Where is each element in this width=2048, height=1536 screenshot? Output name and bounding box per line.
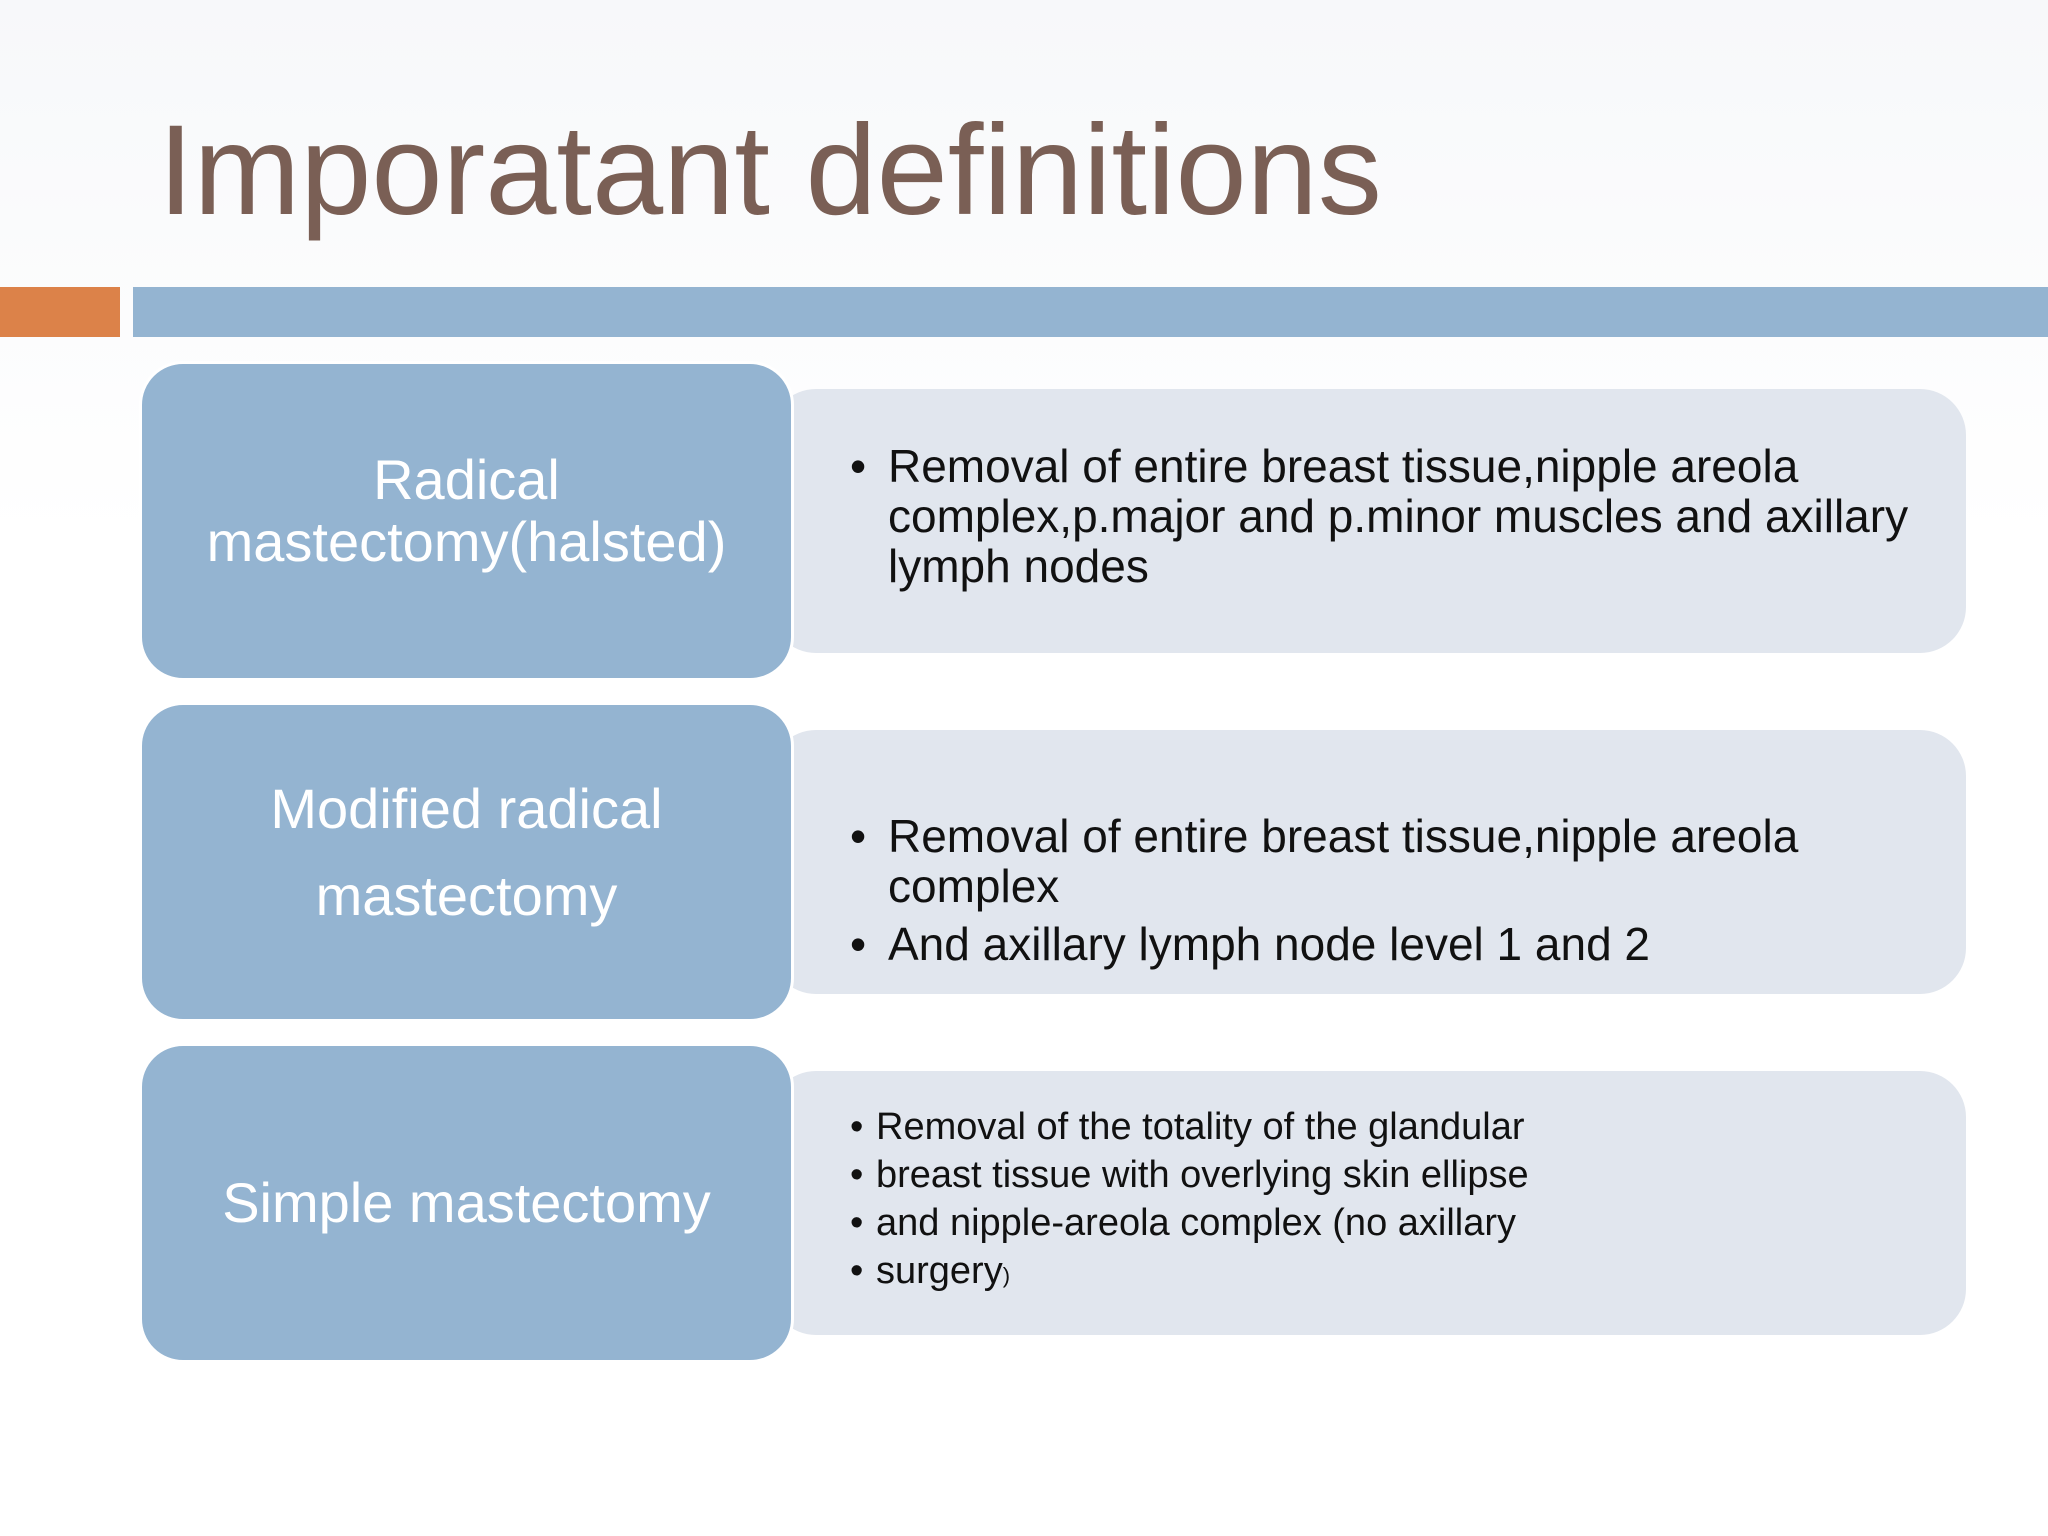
bullet-dot-icon: • <box>850 1106 864 1148</box>
bullet-tail-text: ) <box>1002 1263 1011 1288</box>
bullet-dot-icon: • <box>850 1202 864 1244</box>
definition-bullet-list: • Removal of entire breast tissue,nipple … <box>810 811 1936 969</box>
definition-bullet: • And axillary lymph node level 1 and 2 <box>810 919 1936 969</box>
definition-term-box: Modified radical mastectomy <box>139 702 794 1022</box>
orange-accent-bar <box>0 287 120 337</box>
bullet-text: Removal of entire breast tissue,nipple a… <box>888 810 1799 912</box>
blue-accent-bar <box>133 287 2048 337</box>
definition-row-simple: • Removal of the totality of the glandula… <box>0 1043 2048 1363</box>
definition-bullet: • Removal of the totality of the glandula… <box>810 1103 1936 1151</box>
definition-term-box: Simple mastectomy <box>139 1043 794 1363</box>
bullet-dot-icon: • <box>850 1250 864 1292</box>
bullet-text: and nipple-areola complex (no axillary <box>876 1202 1517 1244</box>
definition-bullet: • breast tissue with overlying skin ellip… <box>810 1151 1936 1199</box>
definition-bullet: • Removal of entire breast tissue,nipple … <box>810 811 1936 911</box>
definition-term: Simple mastectomy <box>222 1171 711 1234</box>
definition-bullet-list: • Removal of entire breast tissue,nipple … <box>810 441 1936 591</box>
definition-row-modified-radical: • Removal of entire breast tissue,nipple … <box>0 702 2048 1022</box>
definition-term-box: Radical mastectomy(halsted) <box>139 361 794 681</box>
definition-description-panel: • Removal of entire breast tissue,nipple … <box>770 730 1966 994</box>
bullet-text: breast tissue with overlying skin ellips… <box>876 1154 1529 1196</box>
definition-row-radical: • Removal of entire breast tissue,nipple … <box>0 361 2048 681</box>
definition-bullet: • Removal of entire breast tissue,nipple … <box>810 441 1936 591</box>
definition-bullet-list: • Removal of the totality of the glandula… <box>810 1103 1936 1300</box>
definition-description-panel: • Removal of entire breast tissue,nipple … <box>770 389 1966 653</box>
bullet-dot-icon: • <box>850 1154 864 1196</box>
slide-title: Imporatant definitions <box>158 99 1382 242</box>
bullet-text: Removal of the totality of the glandular <box>876 1106 1525 1148</box>
definition-bullet: • surgery) <box>810 1247 1936 1300</box>
bullet-dot-icon: • <box>850 440 867 492</box>
definition-term: Radical mastectomy(halsted) <box>206 448 727 573</box>
definition-description-panel: • Removal of the totality of the glandula… <box>770 1071 1966 1335</box>
bullet-text: And axillary lymph node level 1 and 2 <box>888 918 1651 970</box>
bullet-text: Removal of entire breast tissue,nipple a… <box>888 440 1909 592</box>
bullet-dot-icon: • <box>850 810 867 862</box>
definition-bullet: • and nipple-areola complex (no axillary <box>810 1199 1936 1247</box>
bullet-text: surgery <box>876 1250 1003 1292</box>
definition-term: Modified radical mastectomy <box>270 777 663 927</box>
bullet-dot-icon: • <box>850 918 867 970</box>
